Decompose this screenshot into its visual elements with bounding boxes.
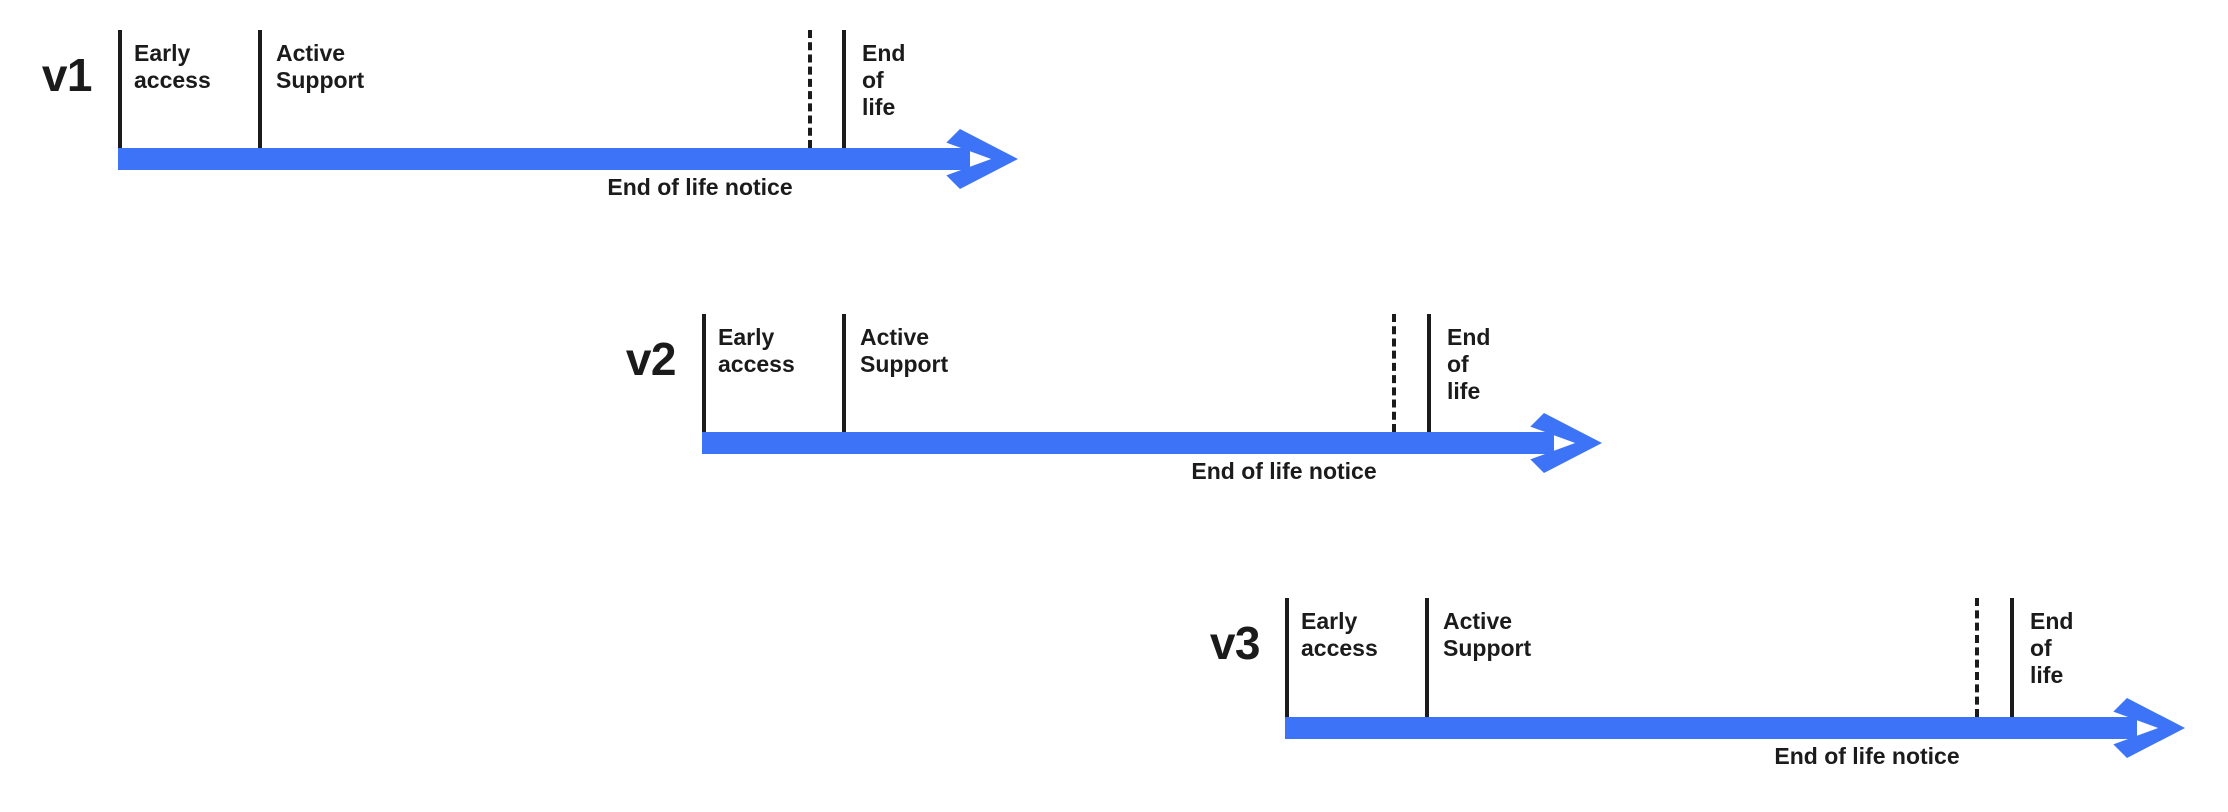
arrow-head xyxy=(946,129,1018,189)
version-label-v2: v2 xyxy=(625,333,677,385)
early-access-label: Early access xyxy=(134,40,211,94)
version-label-v1: v1 xyxy=(41,49,93,101)
end-of-life-label: End of life xyxy=(2030,608,2074,689)
active-support-start-tick xyxy=(258,30,262,148)
active-support-label: Active Support xyxy=(1443,608,1532,662)
active-support-label: Active Support xyxy=(860,324,949,378)
lifecycle-arrow-bar xyxy=(1285,694,2185,762)
end-of-life-notice-marker xyxy=(1975,598,1979,717)
end-of-life-start-tick xyxy=(2010,598,2014,717)
active-support-start-tick xyxy=(1425,598,1429,717)
end-of-life-notice-label: End of life notice xyxy=(1191,458,1377,484)
end-of-life-start-tick xyxy=(1427,314,1431,432)
end-of-life-notice-marker xyxy=(1392,314,1396,432)
phase-start-tick xyxy=(1285,598,1289,717)
end-of-life-notice-label: End of life notice xyxy=(607,174,793,200)
end-of-life-notice-marker xyxy=(808,30,812,148)
end-of-life-start-tick xyxy=(842,30,846,148)
arrow-shaft xyxy=(702,432,1554,454)
phase-start-tick xyxy=(118,30,122,148)
phase-start-tick xyxy=(702,314,706,432)
arrow-shaft xyxy=(1285,717,2137,739)
lifecycle-arrow-bar xyxy=(702,409,1602,477)
arrow-head xyxy=(2113,698,2185,758)
early-access-label: Early access xyxy=(1301,608,1378,662)
end-of-life-label: End of life xyxy=(1447,324,1491,405)
active-support-label: Active Support xyxy=(276,40,365,94)
active-support-start-tick xyxy=(842,314,846,432)
early-access-label: Early access xyxy=(718,324,795,378)
end-of-life-label: End of life xyxy=(862,40,906,121)
end-of-life-notice-label: End of life notice xyxy=(1774,743,1960,769)
version-label-v3: v3 xyxy=(1209,617,1261,669)
lifecycle-arrow-bar xyxy=(118,125,1018,193)
arrow-head xyxy=(1530,413,1602,473)
arrow-shaft xyxy=(118,148,970,170)
